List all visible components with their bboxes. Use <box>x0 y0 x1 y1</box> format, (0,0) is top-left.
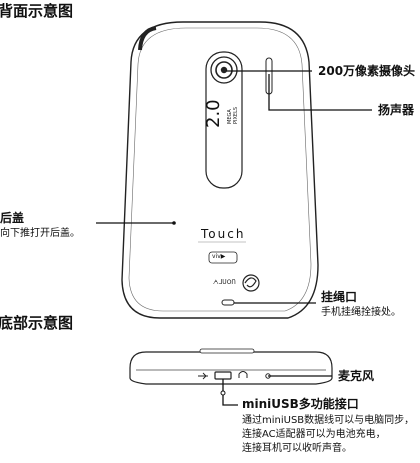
camera-label: 200万像素摄像头 <box>318 64 416 78</box>
megapixel-value: 2.0 <box>203 99 224 128</box>
microphone-label: 麦克风 <box>338 369 375 383</box>
leader-back-cover-dot <box>172 221 176 225</box>
badge-frame <box>208 251 238 264</box>
camera-lens-inner <box>220 66 228 74</box>
strap-note: 手机挂绳拴接处。 <box>321 307 401 318</box>
leader-usb-dot <box>220 390 226 396</box>
usb-label: miniUSB多功能接口 <box>242 397 359 411</box>
speaker-label: 扬声器 <box>378 103 415 117</box>
carrier-logo: ᗅᒧᑌOᑎ <box>213 279 236 286</box>
strap-hole <box>221 299 235 306</box>
usb-note-2: 连接AC适配器可以为电池充电， <box>242 429 386 440</box>
strap-label: 挂绳口 <box>321 290 358 304</box>
usb-port <box>214 371 232 380</box>
top-notch <box>138 26 157 51</box>
badge-text: viv▶ <box>212 253 226 260</box>
carrier-swirl-path <box>244 277 257 288</box>
bottom-ridge <box>199 348 255 354</box>
back-cover-label: 后盖 <box>0 211 25 225</box>
back-view-title: 背面示意图 <box>0 2 74 20</box>
back-cover-note: 向下推打开后盖。 <box>0 228 80 239</box>
bottom-view-title: 底部示意图 <box>0 314 74 332</box>
model-logo: Touch <box>201 227 246 241</box>
usb-symbol-icon <box>198 372 208 380</box>
usb-note-1: 通过miniUSB数据线可以与电脑同步， <box>242 415 415 426</box>
headphone-symbol-icon <box>238 371 248 378</box>
usb-note-3: 连接耳机可以收听声音。 <box>242 443 352 454</box>
camera-strip <box>205 51 243 189</box>
megapixel-caption-pixels: PIXELS <box>233 106 239 124</box>
leader-usb <box>222 379 238 406</box>
leader-speaker <box>268 74 372 111</box>
